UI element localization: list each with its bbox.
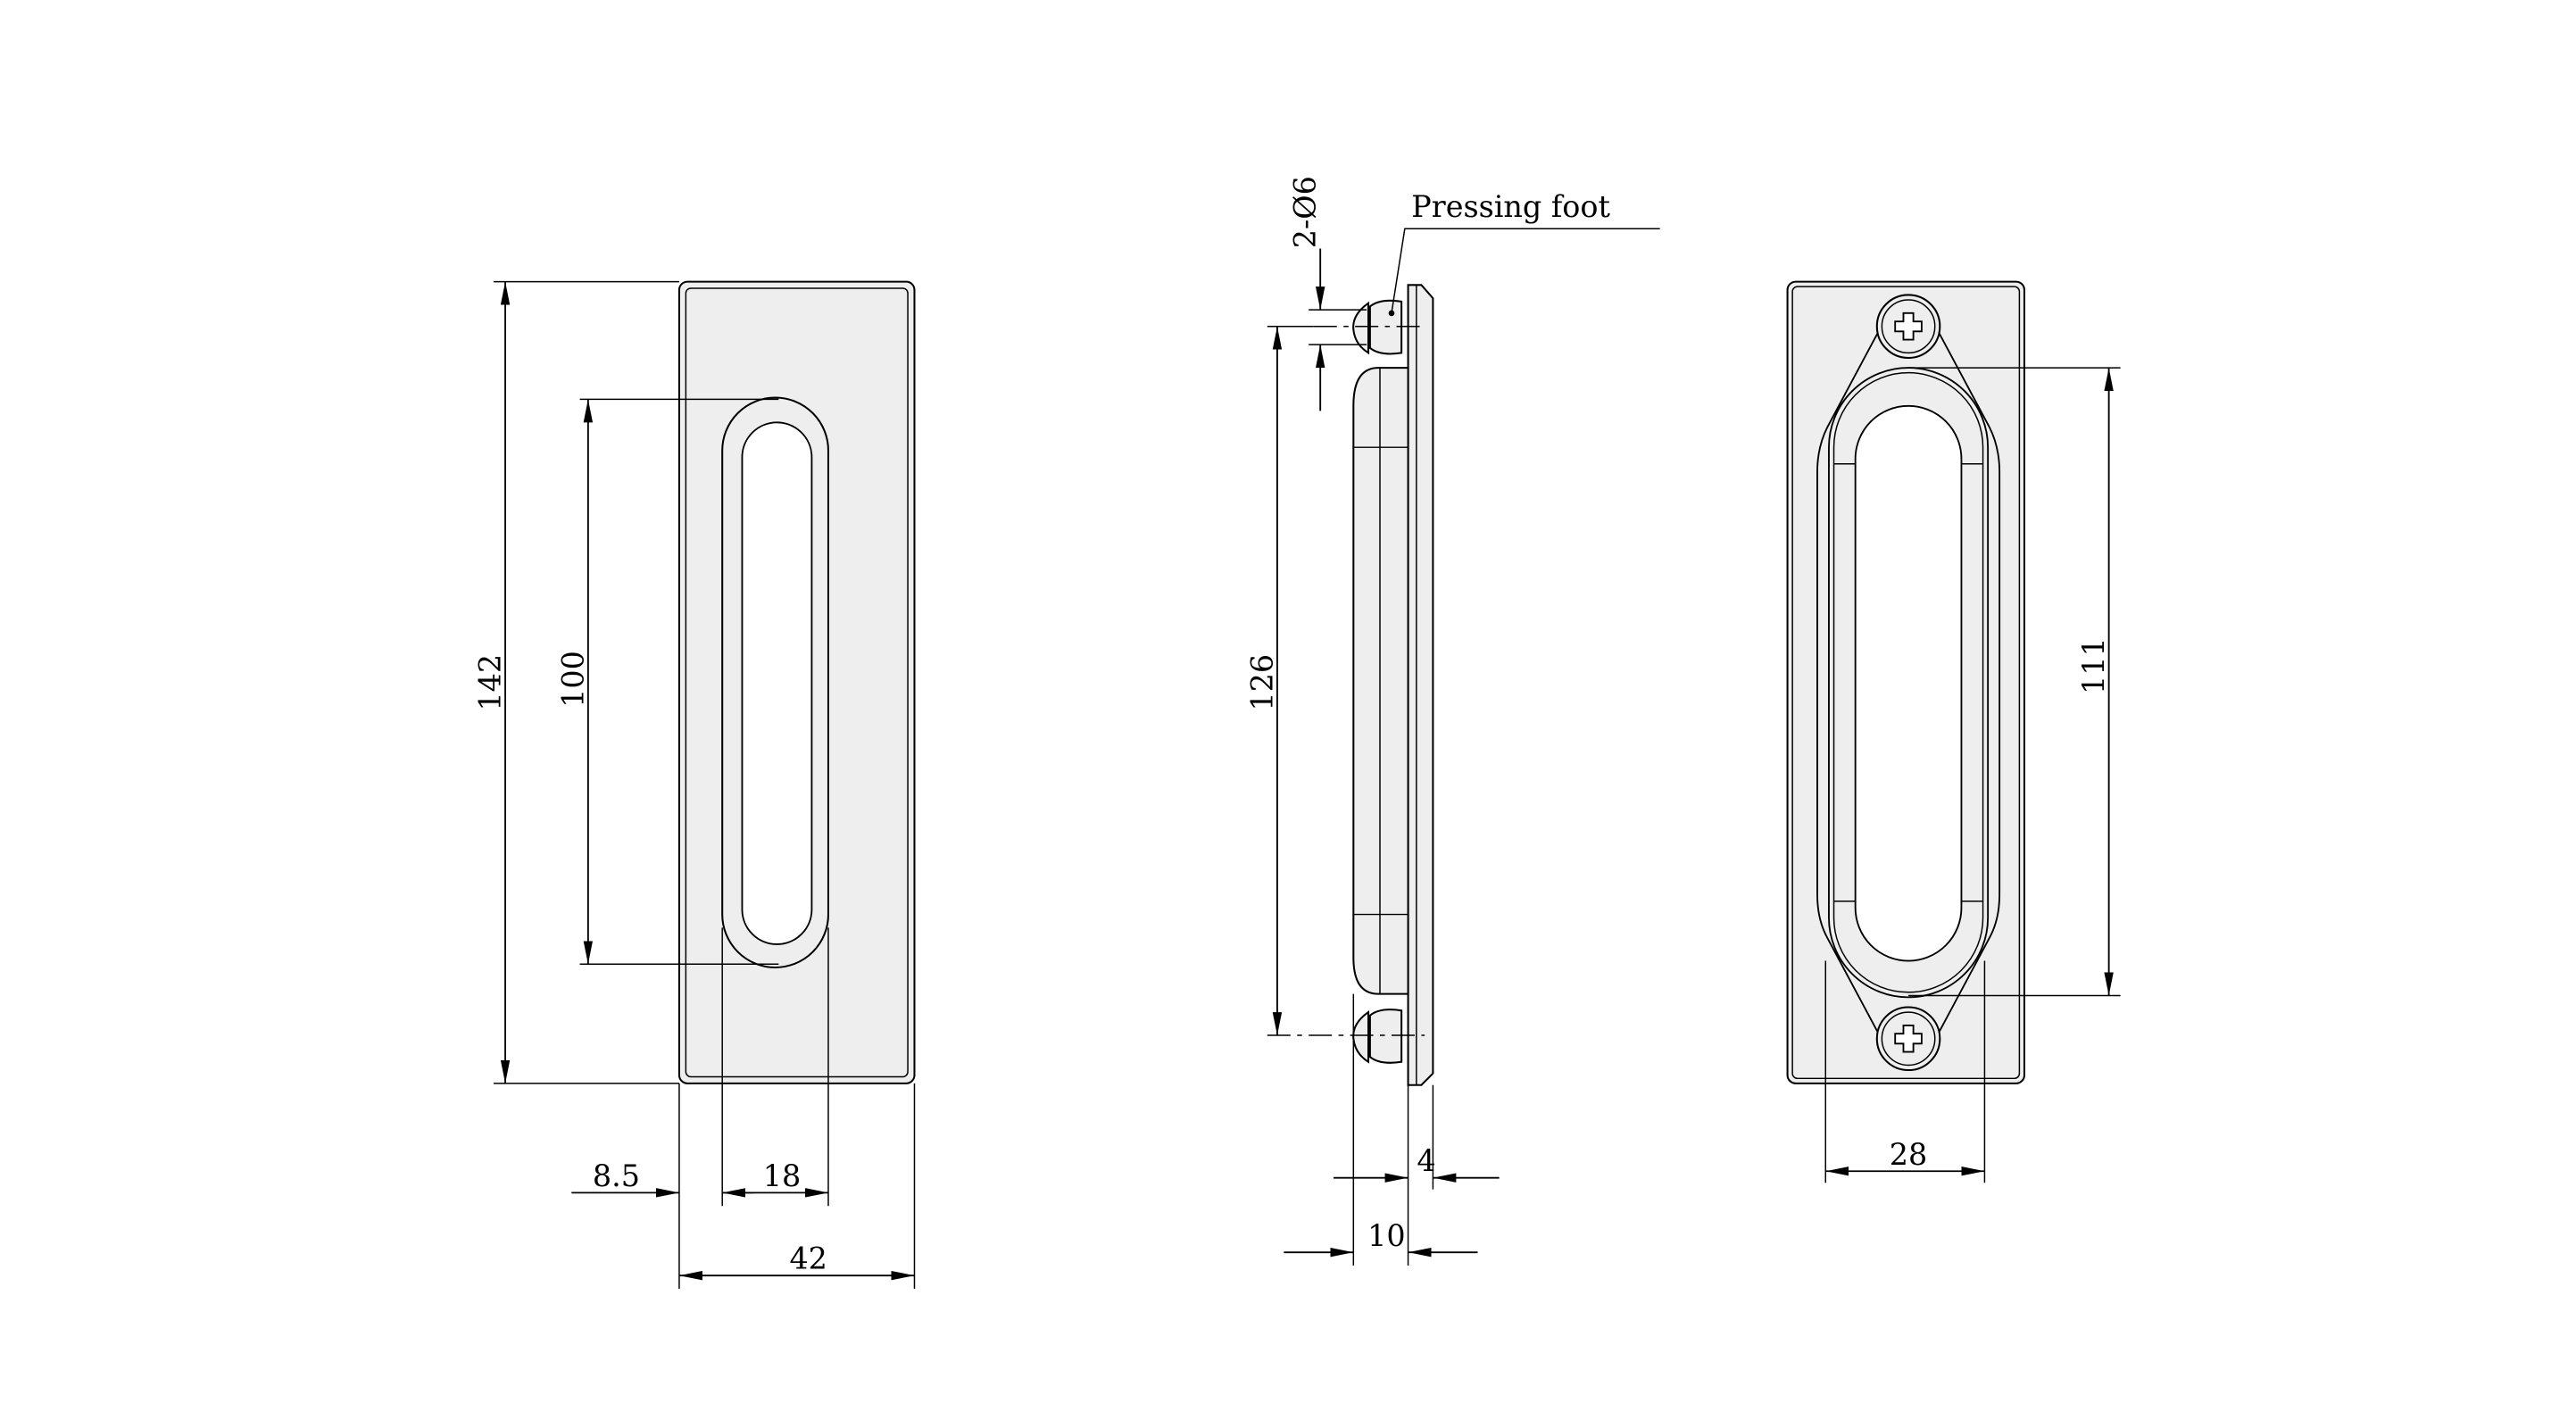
side-body xyxy=(1352,367,1409,995)
side-plate xyxy=(1407,284,1434,1086)
pressing-foot-top xyxy=(1352,299,1403,355)
screw-top-icon xyxy=(1875,294,1941,359)
dim-label-111: 111 xyxy=(2076,637,2111,694)
side-view: 2-Ø6 Pressing foot 126 4 10 xyxy=(1244,176,1660,1266)
dim-label-4: 4 xyxy=(1417,1143,1435,1178)
screw-bottom-icon xyxy=(1875,1006,1941,1072)
dim-label-2-dia-6: 2-Ø6 xyxy=(1288,176,1323,248)
pressing-foot-bottom xyxy=(1352,1009,1403,1064)
dim-label-10: 10 xyxy=(1367,1218,1406,1253)
dim-label-28: 28 xyxy=(1890,1137,1927,1172)
dim-label-8-5: 8.5 xyxy=(593,1158,640,1193)
back-slot-opening xyxy=(1854,404,1963,962)
front-view: 142 100 8.5 18 42 xyxy=(472,280,916,1290)
front-slot-opening xyxy=(741,421,813,945)
back-bracket-outline xyxy=(1816,330,2001,1034)
dim-label-126: 126 xyxy=(1244,654,1279,711)
dim-label-18: 18 xyxy=(763,1158,802,1193)
dim-label-142: 142 xyxy=(472,654,507,711)
pressing-foot-callout: Pressing foot xyxy=(1411,189,1610,224)
pressing-foot-leader xyxy=(1391,228,1660,313)
back-view: 111 28 xyxy=(1786,280,2121,1183)
dim-label-42: 42 xyxy=(789,1241,827,1276)
dim-label-100: 100 xyxy=(555,651,590,708)
